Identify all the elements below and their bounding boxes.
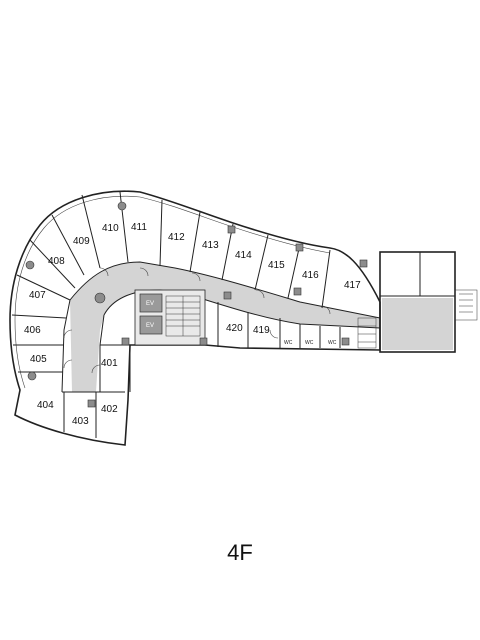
room-414-label: 414: [235, 250, 252, 261]
room-404-label: 404: [37, 400, 54, 411]
room-411-label: 411: [131, 222, 147, 233]
inner-wall: [61, 299, 71, 393]
inner-wall: [99, 314, 105, 346]
elevator-2: [139, 315, 163, 335]
east-core-stair: [357, 317, 377, 349]
room-labels: 401 402 403 404 405 406 407 408 409 410 …: [24, 222, 361, 427]
room-403-label: 403: [72, 416, 89, 427]
structural-columns: [25, 201, 368, 408]
elevator-label: EV: [146, 323, 154, 329]
room-419-label: 419: [253, 325, 270, 336]
curtain-wall: [14, 195, 331, 389]
elevator-1: [139, 293, 163, 313]
floor-label: 4F: [227, 540, 253, 565]
restroom-label: WC: [305, 340, 314, 346]
east-stair: [454, 289, 478, 321]
room-410-label: 410: [102, 223, 119, 234]
room-409-label: 409: [73, 236, 90, 247]
room-401-label: 401: [101, 358, 118, 369]
east-annex: [357, 251, 478, 353]
room-412-label: 412: [168, 232, 185, 243]
room-416-label: 416: [302, 270, 319, 281]
restroom-labels: WC WC WC: [284, 340, 337, 346]
room-415-label: 415: [268, 260, 285, 271]
room-413-label: 413: [202, 240, 219, 251]
restroom-label: WC: [328, 340, 337, 346]
room-405-label: 405: [30, 354, 47, 365]
building-core: [134, 289, 206, 346]
room-partitions: [11, 191, 341, 438]
corridor: [70, 262, 380, 392]
room-406-label: 406: [24, 325, 41, 336]
door-swings: [63, 267, 331, 374]
inner-wall: [69, 261, 381, 319]
elevator-label: EV: [146, 301, 154, 307]
building-outline: [9, 190, 381, 446]
room-407-label: 407: [29, 290, 46, 301]
restroom-label: WC: [284, 340, 293, 346]
room-402-label: 402: [101, 404, 118, 415]
room-417-label: 417: [344, 280, 361, 291]
room-408-label: 408: [48, 256, 65, 267]
room-420-label: 420: [226, 323, 243, 334]
